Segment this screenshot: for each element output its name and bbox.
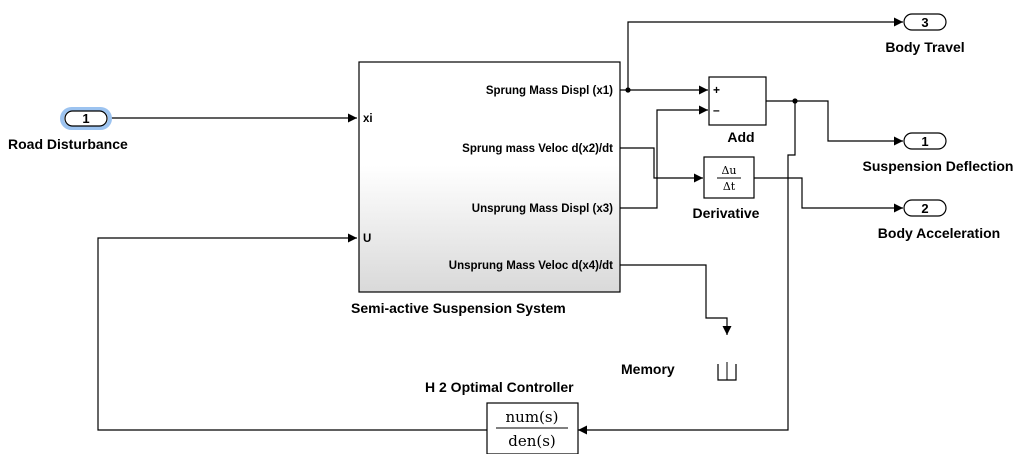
branch-point-x1: [625, 87, 631, 93]
controller-denominator: den(s): [508, 432, 556, 450]
add-label: Add: [727, 129, 754, 145]
wire-controller-to-u[interactable]: [97, 233, 487, 431]
outport-label: Body Travel: [885, 39, 964, 55]
outport-number: 1: [921, 134, 928, 149]
add-sign-plus: +: [713, 83, 720, 97]
add-block[interactable]: + –: [708, 76, 767, 126]
port-out-2: Sprung mass Veloc d(x2)/dt: [462, 143, 613, 155]
branch-point-add: [792, 98, 798, 104]
port-out-4: Unsprung Mass Veloc d(x4)/dt: [449, 260, 613, 272]
wire-add-to-controller[interactable]: [578, 101, 796, 435]
inport-label: Road Disturbance: [8, 136, 128, 152]
wire-x1-to-body-travel[interactable]: [627, 17, 903, 90]
wire-derivative-to-accel[interactable]: [754, 177, 903, 213]
derivative-label: Derivative: [693, 205, 760, 221]
inport-road-disturbance[interactable]: 1: [60, 107, 112, 130]
wire-x2-to-derivative[interactable]: [620, 147, 703, 183]
wire-add-to-deflection[interactable]: [766, 100, 903, 146]
outport-number: 2: [921, 201, 928, 216]
port-out-3: Unsprung Mass Displ (x3): [472, 203, 613, 215]
subsystem-label: Semi-active Suspension System: [351, 300, 566, 316]
memory-block[interactable]: [717, 362, 737, 381]
memory-label: Memory: [621, 361, 675, 377]
semi-active-suspension-subsystem[interactable]: xi U Sprung Mass Displ (x1) Sprung mass …: [358, 61, 621, 293]
outport-label: Body Acceleration: [878, 225, 1000, 241]
outport-number: 3: [921, 15, 928, 30]
wire-x3-to-add[interactable]: [620, 105, 708, 209]
controller-numerator: num(s): [506, 408, 559, 426]
outport-suspension-deflection[interactable]: 1: [903, 132, 947, 150]
derivative-top: Δu: [721, 164, 736, 177]
outport-label: Suspension Deflection: [863, 158, 1014, 174]
outport-body-travel[interactable]: 3: [903, 13, 947, 31]
port-u: U: [363, 233, 371, 245]
port-xi: xi: [363, 113, 373, 125]
outport-body-acceleration[interactable]: 2: [903, 199, 947, 217]
port-out-1: Sprung Mass Displ (x1): [486, 85, 613, 97]
h2-optimal-controller-block[interactable]: num(s) den(s): [486, 402, 579, 454]
derivative-block[interactable]: Δu Δt: [703, 156, 755, 199]
wire-x4-to-memory[interactable]: [620, 264, 732, 335]
inport-number: 1: [82, 111, 89, 126]
add-sign-minus: –: [713, 103, 720, 117]
controller-label: H 2 Optimal Controller: [425, 379, 574, 395]
derivative-bottom: Δt: [723, 180, 736, 193]
